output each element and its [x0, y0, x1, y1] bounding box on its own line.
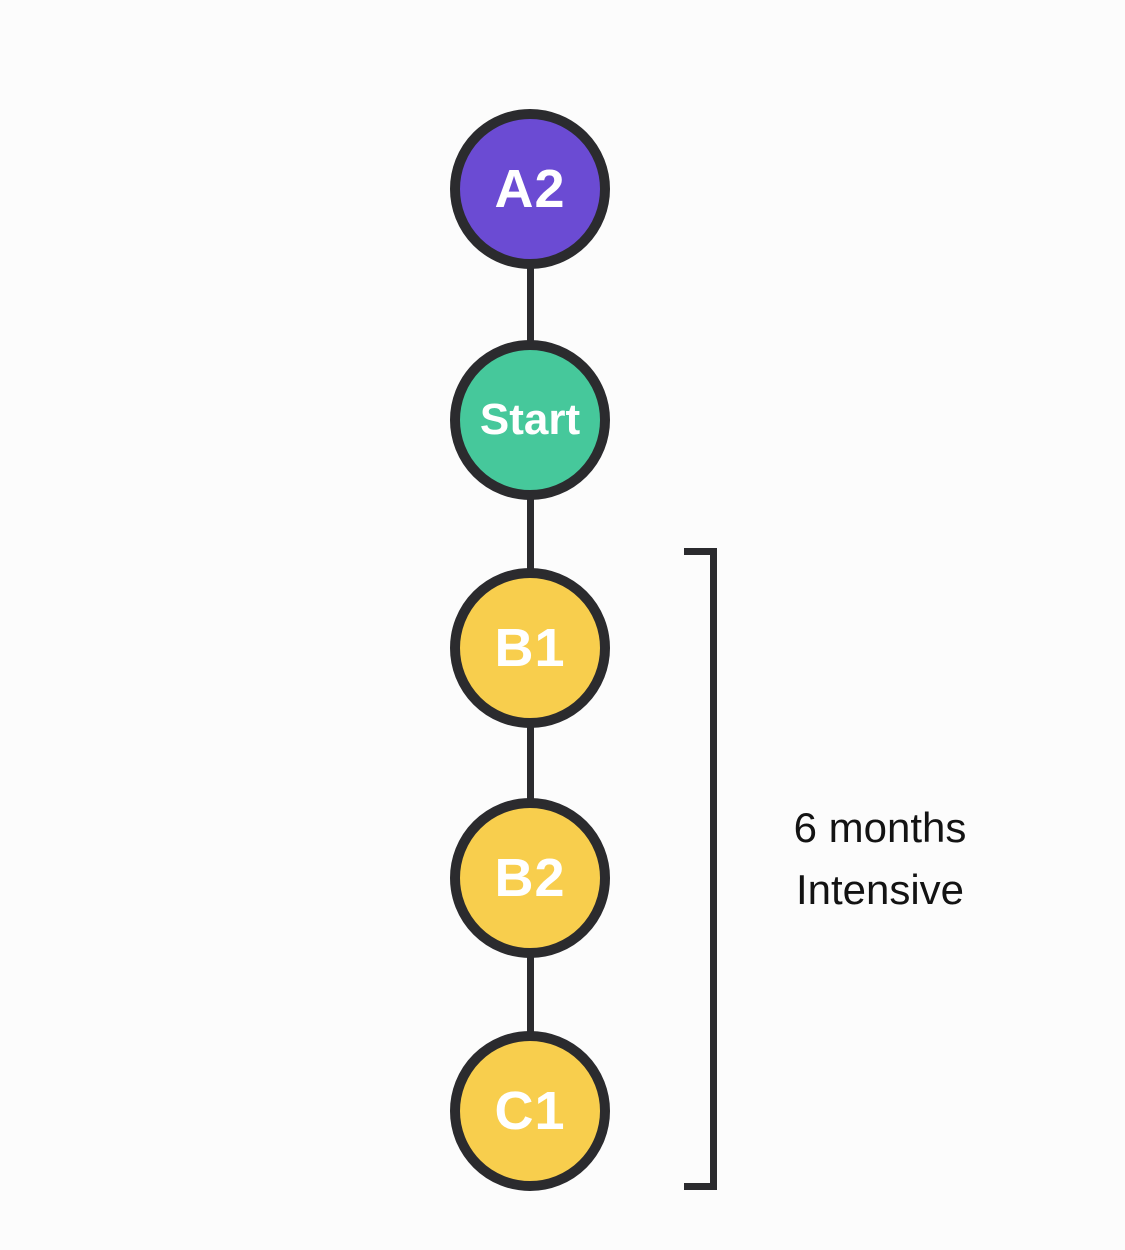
node-a2-label: A2: [494, 159, 566, 219]
node-b1-label: B1: [494, 618, 566, 678]
duration-annotation-line1: 6 months: [793, 804, 967, 851]
node-c1-label: C1: [494, 1081, 566, 1141]
node-start-label: Start: [479, 395, 581, 444]
node-start: Start: [450, 340, 610, 500]
node-b2-label: B2: [494, 848, 566, 908]
duration-annotation-line2: Intensive: [795, 866, 965, 913]
duration-bracket: [684, 548, 717, 1190]
node-c1: C1: [450, 1031, 610, 1191]
duration-annotation: 6 months Intensive: [730, 797, 1030, 921]
node-b1: B1: [450, 568, 610, 728]
node-b2: B2: [450, 798, 610, 958]
node-a2: A2: [450, 109, 610, 269]
